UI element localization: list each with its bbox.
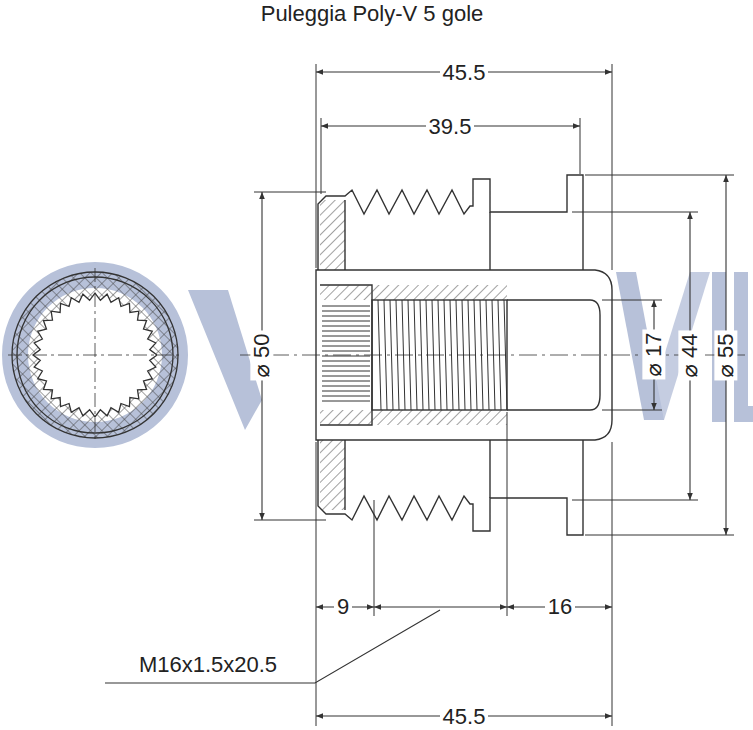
dimension-value: ⌀ 17: [642, 330, 665, 380]
drawing-stroke: [320, 285, 372, 300]
dimension-value: 16: [545, 595, 575, 618]
dimension-value: ⌀ 55: [714, 331, 737, 381]
centre-line: [240, 355, 745, 356]
drawing-stroke: [254, 192, 326, 193]
drawing-stroke: [507, 412, 508, 616]
drawing-stroke: [322, 396, 370, 397]
drawing-stroke: [322, 346, 370, 347]
drawing-stroke: [602, 410, 662, 411]
dimension-value: 45.5: [440, 705, 489, 728]
drawing-stroke: [322, 316, 370, 317]
dimension-value: 39.5: [426, 115, 475, 138]
drawing-stroke: [322, 306, 370, 401]
drawing-stroke: [414, 300, 417, 410]
drawing-stroke: [2, 262, 188, 448]
drawing-stroke: [316, 64, 317, 268]
drawing-title: Puleggia Poly-V 5 gole: [261, 2, 484, 26]
drawing-stroke: [322, 336, 370, 337]
drawing-stroke: [322, 356, 370, 357]
drawing-stroke: [322, 391, 370, 392]
dimension-value: 9: [334, 595, 352, 618]
drawing-stroke: [322, 306, 370, 307]
drawing-stroke: [322, 321, 370, 322]
drawing-stroke: [489, 440, 490, 498]
drawing-stroke: [444, 300, 447, 410]
drawing-stroke: [372, 410, 507, 425]
drawing-stroke: [489, 212, 490, 270]
drawing-stroke: [612, 442, 613, 726]
drawing-stroke: [322, 401, 370, 402]
watermark-logo: [2, 262, 753, 448]
drawing-stroke: [585, 175, 734, 176]
drawing-stroke: [322, 361, 370, 362]
drawing-stroke: [316, 442, 317, 726]
end-view: [8, 268, 182, 442]
drawing-stroke: [8, 355, 182, 356]
drawing-stroke: [322, 386, 370, 387]
drawing-stroke: [320, 200, 345, 270]
drawing-stroke: [320, 440, 345, 510]
drawing-stroke: [384, 300, 387, 410]
drawing-stroke: [572, 500, 698, 501]
drawing-stroke: [572, 212, 698, 213]
drawing-stroke: [105, 610, 440, 683]
drawing-stroke: [374, 606, 507, 607]
drawing-stroke: [322, 351, 370, 352]
drawing-stroke: [344, 440, 345, 510]
drawing-stroke: [372, 285, 507, 300]
drawing-stroke: [322, 341, 370, 342]
drawing-stroke: [321, 118, 322, 194]
dimension-value: 45.5: [440, 61, 489, 84]
leader-line: [105, 610, 440, 683]
dimension-value: ⌀ 44: [678, 331, 701, 381]
extension-lines: [254, 64, 734, 726]
drawing-stroke: [602, 300, 662, 301]
dimension-lines: [262, 72, 726, 716]
drawing-stroke: [322, 326, 370, 327]
drawing-stroke: [344, 200, 345, 270]
drawing-stroke: [320, 410, 372, 425]
drawing-stroke: [734, 406, 753, 422]
drawing-stroke: [322, 381, 370, 382]
thread-note: M16x1.5x20.5: [136, 653, 280, 676]
drawing-stroke: [374, 500, 375, 616]
drawing-stroke: [322, 376, 370, 377]
dimension-value: ⌀ 50: [250, 331, 273, 381]
drawing-stroke: [322, 371, 370, 372]
drawing-stroke: [585, 535, 734, 536]
drawing-stroke: [322, 311, 370, 312]
drawing-stroke: [254, 520, 326, 521]
drawing-stroke: [612, 64, 613, 270]
drawing-stroke: [322, 366, 370, 367]
drawing-stroke: [390, 300, 393, 410]
drawing-stroke: [322, 331, 370, 332]
